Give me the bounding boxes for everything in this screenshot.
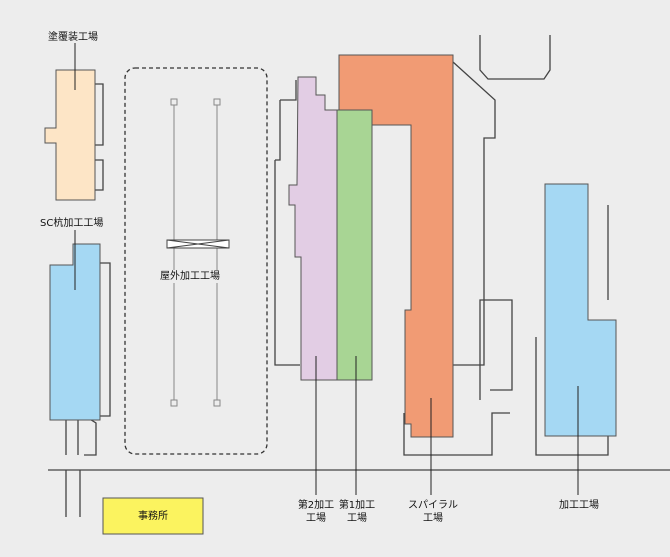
label-factory1-line1: 第1加工 bbox=[338, 500, 376, 511]
factory2-building[interactable] bbox=[288, 76, 338, 381]
crane-icon bbox=[166, 239, 230, 249]
label-factory1: 第1加工 工場 bbox=[339, 499, 375, 525]
roads-and-walls bbox=[48, 35, 670, 517]
label-spiral-factory: スパイラル 工場 bbox=[408, 499, 458, 525]
paint-factory-building[interactable] bbox=[44, 69, 96, 201]
label-spiral-factory-line2: 工場 bbox=[423, 513, 443, 524]
paint-factory-wall bbox=[95, 83, 104, 191]
processing-factory-building[interactable] bbox=[544, 183, 617, 437]
factory1-building[interactable] bbox=[336, 109, 373, 381]
label-factory2-line1: 第2加工 bbox=[297, 500, 335, 511]
spiral-factory-building[interactable] bbox=[338, 54, 454, 438]
label-processing-factory: 加工工場 bbox=[559, 500, 599, 511]
label-factory1-line2: 工場 bbox=[347, 513, 367, 524]
label-paint-factory: 塗覆装工場 bbox=[48, 32, 98, 43]
label-outdoor-area: 屋外加工工場 bbox=[160, 270, 220, 283]
factory2-wall bbox=[274, 80, 300, 366]
label-factory2-line2: 工場 bbox=[306, 513, 326, 524]
label-sc-pile-factory: SC杭加工工場 bbox=[40, 218, 104, 229]
label-factory2: 第2加工 工場 bbox=[298, 499, 334, 525]
crane-rails bbox=[170, 98, 221, 407]
sc-pile-factory-building[interactable] bbox=[49, 243, 101, 421]
outdoor-area-boundary bbox=[124, 67, 268, 455]
top-right-road bbox=[479, 35, 551, 80]
sc-factory-wall bbox=[100, 262, 111, 417]
label-office: 事務所 bbox=[138, 511, 168, 522]
office-building[interactable] bbox=[102, 497, 204, 535]
label-spiral-factory-line1: スパイラル bbox=[408, 500, 458, 511]
leader-lines bbox=[74, 43, 579, 495]
road-stub-left bbox=[65, 470, 81, 517]
